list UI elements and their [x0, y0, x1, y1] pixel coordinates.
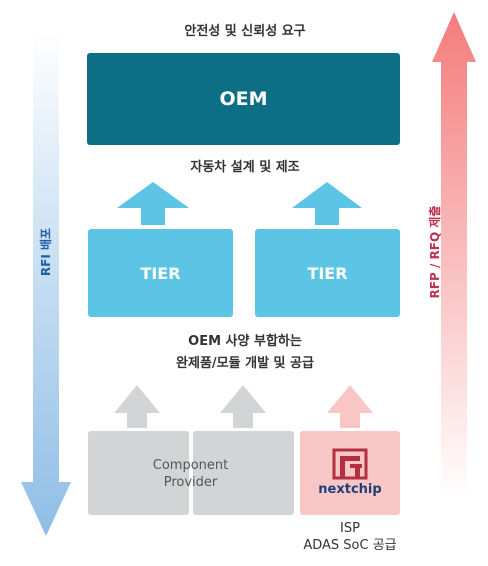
tier-caption: OEM 사양 부합하는 완제품/모듈 개발 및 공급 — [110, 331, 380, 375]
tier-caption-line2: 완제품/모듈 개발 및 공급 — [176, 356, 314, 371]
oem-label: OEM — [219, 88, 268, 110]
component-provider-label: Component Provider — [120, 457, 261, 491]
bottom-caption: ISP ADAS SoC 공급 — [280, 520, 420, 554]
rfp-up-arrow — [432, 12, 476, 498]
component-provider-box-right — [193, 431, 294, 515]
bottom-caption-line2: ADAS SoC 공급 — [303, 538, 397, 553]
tier-label: TIER — [307, 263, 348, 283]
oem-caption: 자동차 설계 및 제조 — [190, 160, 300, 175]
nextchip-brand: nextchip — [318, 482, 382, 497]
rfi-label: RFI 배포 — [39, 227, 53, 277]
tier-left-up-arrow — [117, 182, 189, 225]
bottom-caption-line1: ISP — [340, 521, 360, 536]
tier-box-right: TIER — [255, 229, 400, 317]
nextchip-logo-icon — [332, 448, 368, 480]
component-provider-box-left — [88, 431, 189, 515]
component-provider-line1: Component — [152, 458, 229, 473]
tier-right-up-arrow — [292, 182, 362, 225]
top-title: 안전성 및 신뢰성 요구 — [184, 24, 306, 39]
rfi-down-arrow — [21, 32, 71, 536]
component-provider-line2: Provider — [163, 475, 218, 490]
tier-caption-line1: OEM 사양 부합하는 — [188, 334, 302, 349]
oem-box: OEM — [87, 53, 400, 145]
tier-box-left: TIER — [88, 229, 233, 317]
tier-label: TIER — [140, 263, 181, 283]
nextchip-box: nextchip — [300, 431, 400, 515]
component-right-up-arrow — [220, 385, 266, 428]
nextchip-up-arrow — [327, 385, 373, 428]
component-left-up-arrow — [114, 385, 160, 428]
rfp-rfq-label: RFP / RFQ 제출 — [428, 205, 442, 299]
